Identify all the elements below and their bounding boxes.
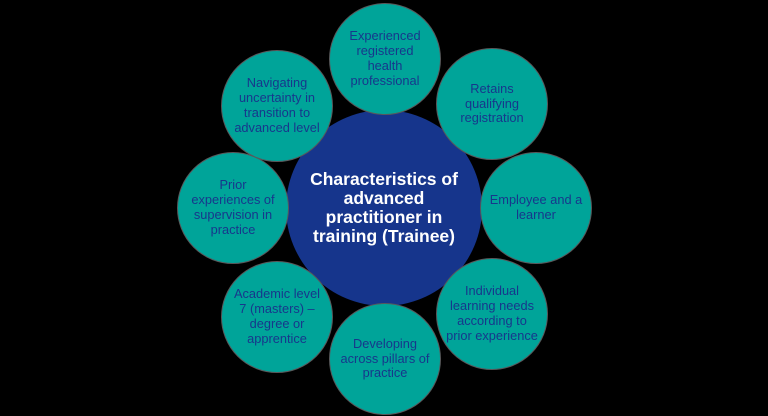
- node-prior-experiences-of-supervision: Prior experiences of supervision in prac…: [177, 152, 289, 264]
- node-label: Retains qualifying registration: [460, 80, 524, 126]
- node-label: Developing across pillars of practice: [340, 335, 430, 381]
- node-label: Experienced registered health profession…: [349, 28, 421, 88]
- node-label: Navigating uncertainty in transition to …: [234, 75, 320, 135]
- node-navigating-uncertainty: Navigating uncertainty in transition to …: [221, 50, 333, 162]
- node-individual-learning-needs: Individual learning needs according to p…: [436, 258, 548, 370]
- diagram-title-line: practitioner in: [325, 207, 443, 227]
- node-retains-qualifying-registration: Retains qualifying registration: [436, 48, 548, 160]
- diagram-title-line: advanced: [343, 187, 425, 208]
- node-employee-and-a-learner: Employee and a learner: [480, 152, 592, 264]
- node-label: Individual learning needs according to p…: [446, 283, 538, 343]
- diagram-title: Characteristics of advanced practitioner…: [310, 168, 458, 247]
- node-label: Academic level 7 (masters) – degree or a…: [233, 286, 321, 346]
- node-developing-across-pillars: Developing across pillars of practice: [329, 303, 441, 415]
- diagram-title-line: Characteristics of: [310, 168, 458, 189]
- node-label: Employee and a learner: [489, 192, 583, 222]
- node-academic-level-7: Academic level 7 (masters) – degree or a…: [221, 261, 333, 373]
- node-label: Prior experiences of supervision in prac…: [191, 177, 275, 237]
- node-experienced-registered-health-professional: Experienced registered health profession…: [329, 3, 441, 115]
- diagram-title-line: training (Trainee): [313, 226, 455, 247]
